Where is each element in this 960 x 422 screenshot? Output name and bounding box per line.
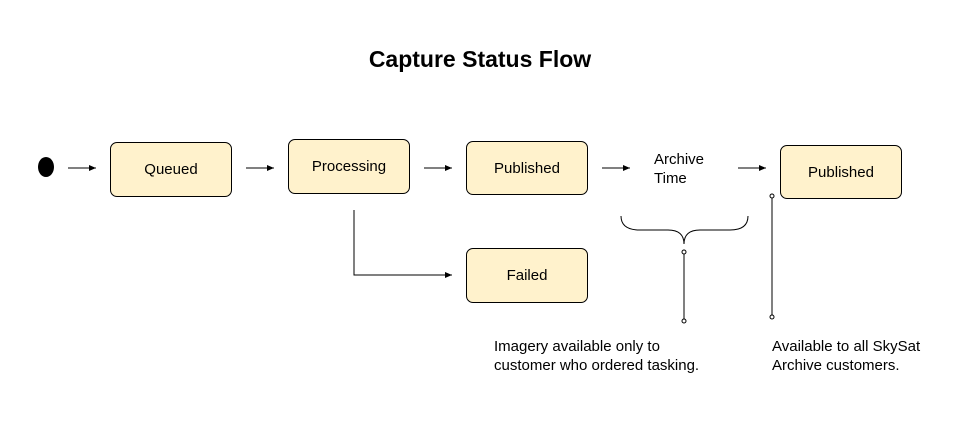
note-left-line1: Imagery available only to xyxy=(494,338,660,355)
right-note-connector-bottom xyxy=(769,314,775,320)
initial-state-dot xyxy=(38,157,54,177)
left-note-connector-bottom xyxy=(681,318,687,324)
state-queued: Queued xyxy=(110,142,232,197)
note-right: Available to all SkySat Archive customer… xyxy=(772,337,920,375)
note-left: Imagery available only to customer who o… xyxy=(494,337,699,375)
state-published-2: Published xyxy=(780,145,902,199)
state-processing: Processing xyxy=(288,139,410,194)
state-processing-label: Processing xyxy=(311,158,387,175)
state-failed: Failed xyxy=(466,248,588,303)
state-published-1-label: Published xyxy=(494,159,560,177)
archive-time-brace xyxy=(620,215,749,245)
left-note-connector-top xyxy=(681,249,687,255)
state-queued-label: Queued xyxy=(144,161,198,178)
state-failed-label: Failed xyxy=(506,267,548,284)
note-right-line1: Available to all SkySat xyxy=(772,338,921,355)
archive-time-label: Archive Time xyxy=(654,150,704,188)
archive-time-line1: Archive xyxy=(654,151,705,168)
state-published-2-label: Published xyxy=(808,163,874,181)
state-published-1: Published xyxy=(466,141,588,195)
note-left-line2: customer who ordered tasking. xyxy=(494,357,700,374)
diagram-title: Capture Status Flow xyxy=(368,46,592,72)
right-note-connector-top xyxy=(769,193,775,199)
arrow-processing-to-failed xyxy=(353,210,452,278)
archive-time-line2: Time xyxy=(654,170,687,187)
note-right-line2: Archive customers. xyxy=(772,357,900,374)
